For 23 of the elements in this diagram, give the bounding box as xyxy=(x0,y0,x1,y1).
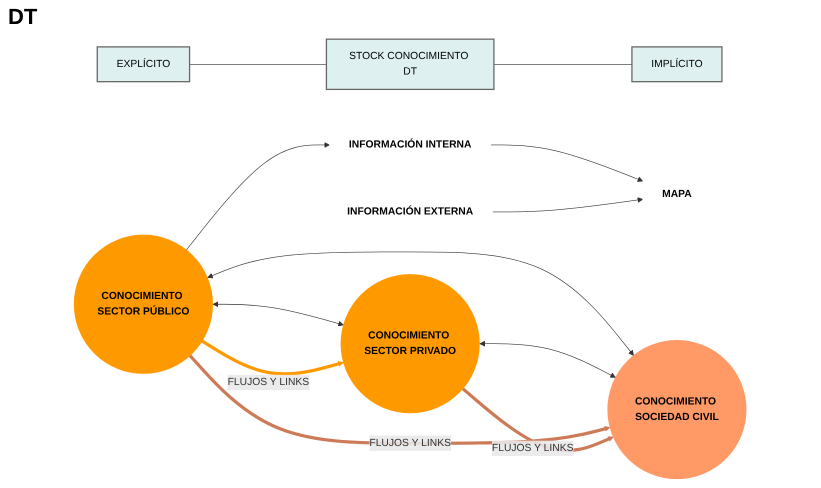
edge-label: FLUJOS Y LINKS xyxy=(492,442,574,454)
arrow xyxy=(480,340,616,378)
arrow xyxy=(213,301,344,326)
arrow xyxy=(189,354,611,445)
arrow xyxy=(208,252,634,356)
node-circle: CONOCIMIENTO SOCIEDAD CIVIL xyxy=(608,340,747,480)
arrow xyxy=(490,144,644,182)
node-box: EXPLÍCITO xyxy=(96,46,191,82)
edge-label: FLUJOS Y LINKS xyxy=(228,376,310,388)
center-label: DT xyxy=(8,4,38,29)
arrow xyxy=(492,197,644,212)
node-circle: CONOCIMIENTO SECTOR PÚBLICO xyxy=(74,234,214,374)
edge-label: FLUJOS Y LINKS xyxy=(370,437,452,448)
arrow xyxy=(186,142,330,250)
node-box: IMPLÍCITO xyxy=(632,46,723,82)
node-circle: CONOCIMIENTO SECTOR PRIVADO xyxy=(340,274,480,414)
connector xyxy=(190,64,328,65)
connector xyxy=(494,64,633,65)
node-box: STOCK CONOCIMIENTO DT xyxy=(326,38,495,90)
node-text: INFORMACIÓN EXTERNA xyxy=(348,206,474,218)
arrow xyxy=(202,340,344,376)
node-text: MAPA xyxy=(662,188,692,200)
node-text: INFORMACIÓN INTERNA xyxy=(349,139,472,150)
